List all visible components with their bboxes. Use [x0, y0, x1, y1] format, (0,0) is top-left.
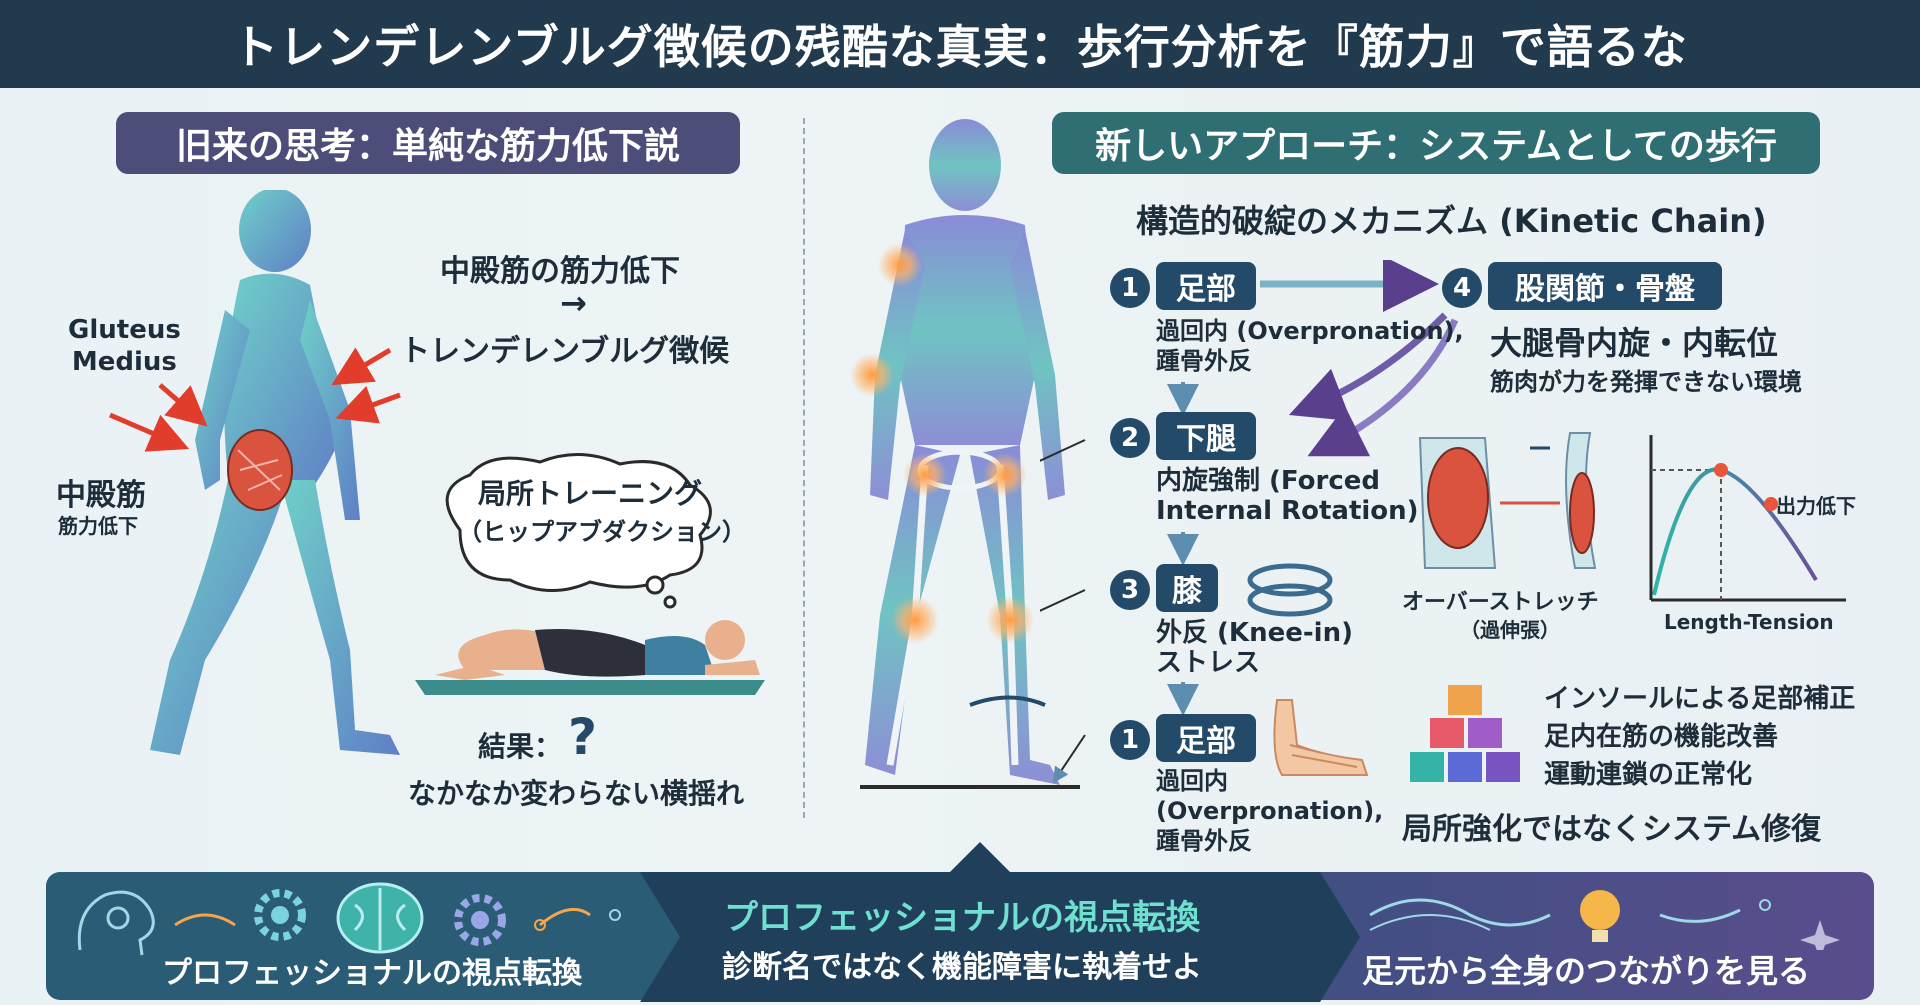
graph-axis-label: Length-Tension: [1664, 610, 1834, 634]
overstretch-sublabel: （過伸張）: [1460, 618, 1560, 642]
banner-mid-sub: 診断名ではなく機能障害に執着せよ: [722, 950, 1202, 985]
solution-list: インソールによる足部補正 足内在筋の機能改善 運動連鎖の正常化: [1544, 680, 1855, 794]
banner-center-shape: [640, 842, 1360, 1002]
step-1-desc-line1: 過回内 (Overpronation),: [1156, 317, 1464, 345]
muscle-sublabel: 筋力低下: [58, 514, 138, 538]
skeleton-figure: [850, 119, 1080, 789]
step-1b-desc-line1: 過回内: [1156, 767, 1228, 795]
thought-bubble: [445, 453, 712, 609]
cause-line1: 中殿筋の筋力低下: [440, 254, 680, 289]
red-arrows: [109, 347, 401, 452]
step-4-label: 股関節・骨盤: [1488, 262, 1722, 310]
banner-right-text: 足元から全身のつながりを見る: [1362, 952, 1811, 990]
step-2-desc-line1: 内旋強制 (Forced: [1156, 466, 1380, 496]
bubble-line1: 局所トレーニング: [478, 477, 703, 510]
step-1b-label: 足部: [1156, 714, 1256, 762]
graph-output-label: 出力低下: [1776, 494, 1856, 518]
solution-main: 局所強化ではなくシステム修復: [1402, 812, 1822, 847]
step-1-desc: 過回内 (Overpronation), 踵骨外反: [1156, 316, 1464, 376]
new-approach-header: 新しいアプローチ：システムとしての歩行: [1052, 112, 1820, 174]
step-1b-desc-line2: (Overpronation),: [1156, 797, 1384, 825]
solution-line1: インソールによる足部補正: [1544, 684, 1856, 714]
step-1-number: 1: [1110, 268, 1150, 308]
step-3-desc: 外反 (Knee-in) ストレス: [1156, 618, 1353, 678]
cause-line2: トレンデレンブルグ徴候: [400, 334, 730, 369]
step-4-desc-main: 大腿骨内旋・内転位: [1490, 324, 1779, 362]
title-bar: トレンデレンブルグ徴候の残酷な真実：歩行分析を『筋力』で語るな: [0, 0, 1920, 88]
step-1-label: 足部: [1156, 262, 1256, 310]
gluteus-label: Gluteus Medius: [68, 314, 181, 378]
chain-arrows: [1040, 260, 1459, 784]
old-approach-header: 旧来の思考：単純な筋力低下説: [116, 112, 740, 174]
solution-line3: 運動連鎖の正常化: [1544, 760, 1753, 790]
step-2-desc-line2: Internal Rotation): [1156, 496, 1419, 526]
banner-left-text: プロフェッショナルの視点転換: [162, 956, 582, 991]
banner-left-icons: [77, 882, 621, 956]
step-3-desc-line1: 外反 (Knee-in): [1156, 618, 1353, 648]
page-title: トレンデレンブルグ徴候の残酷な真実：歩行分析を『筋力』で語るな: [232, 20, 1688, 74]
walking-figure-left: [150, 190, 400, 755]
step-1-desc-line2: 踵骨外反: [1156, 347, 1252, 375]
blocks-icon: [1410, 685, 1520, 782]
step-1b-desc-line3: 踵骨外反: [1156, 827, 1252, 855]
kinetic-chain-subtitle: 構造的破綻のメカニズム (Kinetic Chain): [1136, 202, 1767, 240]
result-text: なかなか変わらない横揺れ: [408, 777, 745, 810]
gluteus-label-line2: Medius: [71, 347, 177, 377]
overstretch-illustration: [1418, 432, 1597, 569]
center-divider: [803, 118, 805, 818]
step-4-number: 4: [1442, 268, 1482, 308]
gluteus-label-line1: Gluteus: [68, 315, 181, 345]
banner-right: [1290, 872, 1874, 1000]
cause-arrow: →: [560, 284, 587, 322]
step-3-number: 3: [1110, 570, 1150, 610]
question-mark: ?: [568, 708, 598, 766]
foot-bones-icon: [1273, 699, 1369, 776]
banner-mid-title: プロフェッショナルの視点転換: [724, 898, 1200, 938]
step-2-label: 下腿: [1156, 412, 1256, 460]
step-1b-number: 1: [1110, 720, 1150, 760]
step-1b-desc: 過回内 (Overpronation), 踵骨外反: [1156, 766, 1383, 856]
step-2-desc: 内旋強制 (Forced Internal Rotation): [1156, 466, 1419, 526]
step-3-desc-line2: ストレス: [1156, 648, 1261, 678]
banner-right-icons: [1369, 890, 1840, 950]
step-2-number: 2: [1110, 418, 1150, 458]
step-3-label: 膝: [1156, 564, 1218, 612]
side-lying-figure: [415, 620, 765, 695]
overstretch-label: オーバーストレッチ: [1402, 590, 1599, 615]
muscle-label: 中殿筋: [56, 478, 146, 513]
step-4-desc-sub: 筋肉が力を発揮できない環境: [1490, 368, 1802, 396]
length-tension-graph: [1649, 435, 1846, 602]
bubble-line2: （ヒップアブダクション）: [458, 518, 746, 546]
solution-line2: 足内在筋の機能改善: [1544, 722, 1779, 752]
result-label: 結果：: [478, 730, 563, 763]
